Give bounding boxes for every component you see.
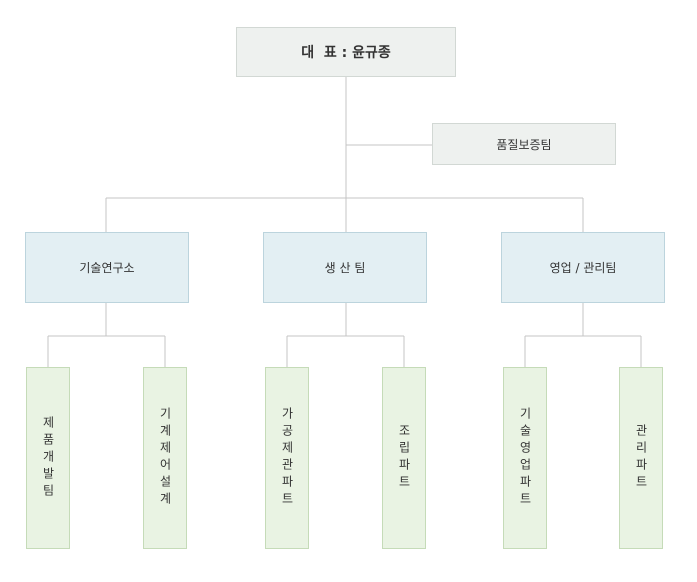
team-control-design-box: 기계제어설계	[143, 367, 187, 549]
dept-research-box: 기술연구소	[25, 232, 189, 303]
team-assembly-label: 조립파트	[397, 424, 411, 492]
dept-research-label: 기술연구소	[79, 261, 135, 275]
ceo-label: 대 표 : 윤규종	[301, 45, 391, 61]
dept-sales-admin-label: 영업 / 관리팀	[549, 261, 617, 275]
dept-sales-admin-box: 영업 / 관리팀	[501, 232, 665, 303]
team-admin-box: 관리파트	[619, 367, 663, 549]
ceo-box: 대 표 : 윤규종	[236, 27, 456, 77]
team-admin-label: 관리파트	[634, 424, 648, 492]
qa-team-label: 품질보증팀	[496, 137, 552, 152]
team-control-design-label: 기계제어설계	[158, 407, 172, 509]
qa-team-box: 품질보증팀	[432, 123, 616, 165]
team-product-dev-box: 제품개발팀	[26, 367, 70, 549]
dept-production-box: 생 산 팀	[263, 232, 427, 303]
team-fabrication-label: 가공제관파트	[280, 407, 294, 509]
team-assembly-box: 조립파트	[382, 367, 426, 549]
dept-production-label: 생 산 팀	[324, 261, 366, 275]
team-tech-sales-label: 기술영업파트	[518, 407, 532, 509]
team-product-dev-label: 제품개발팀	[41, 415, 55, 501]
team-fabrication-box: 가공제관파트	[265, 367, 309, 549]
team-tech-sales-box: 기술영업파트	[503, 367, 547, 549]
